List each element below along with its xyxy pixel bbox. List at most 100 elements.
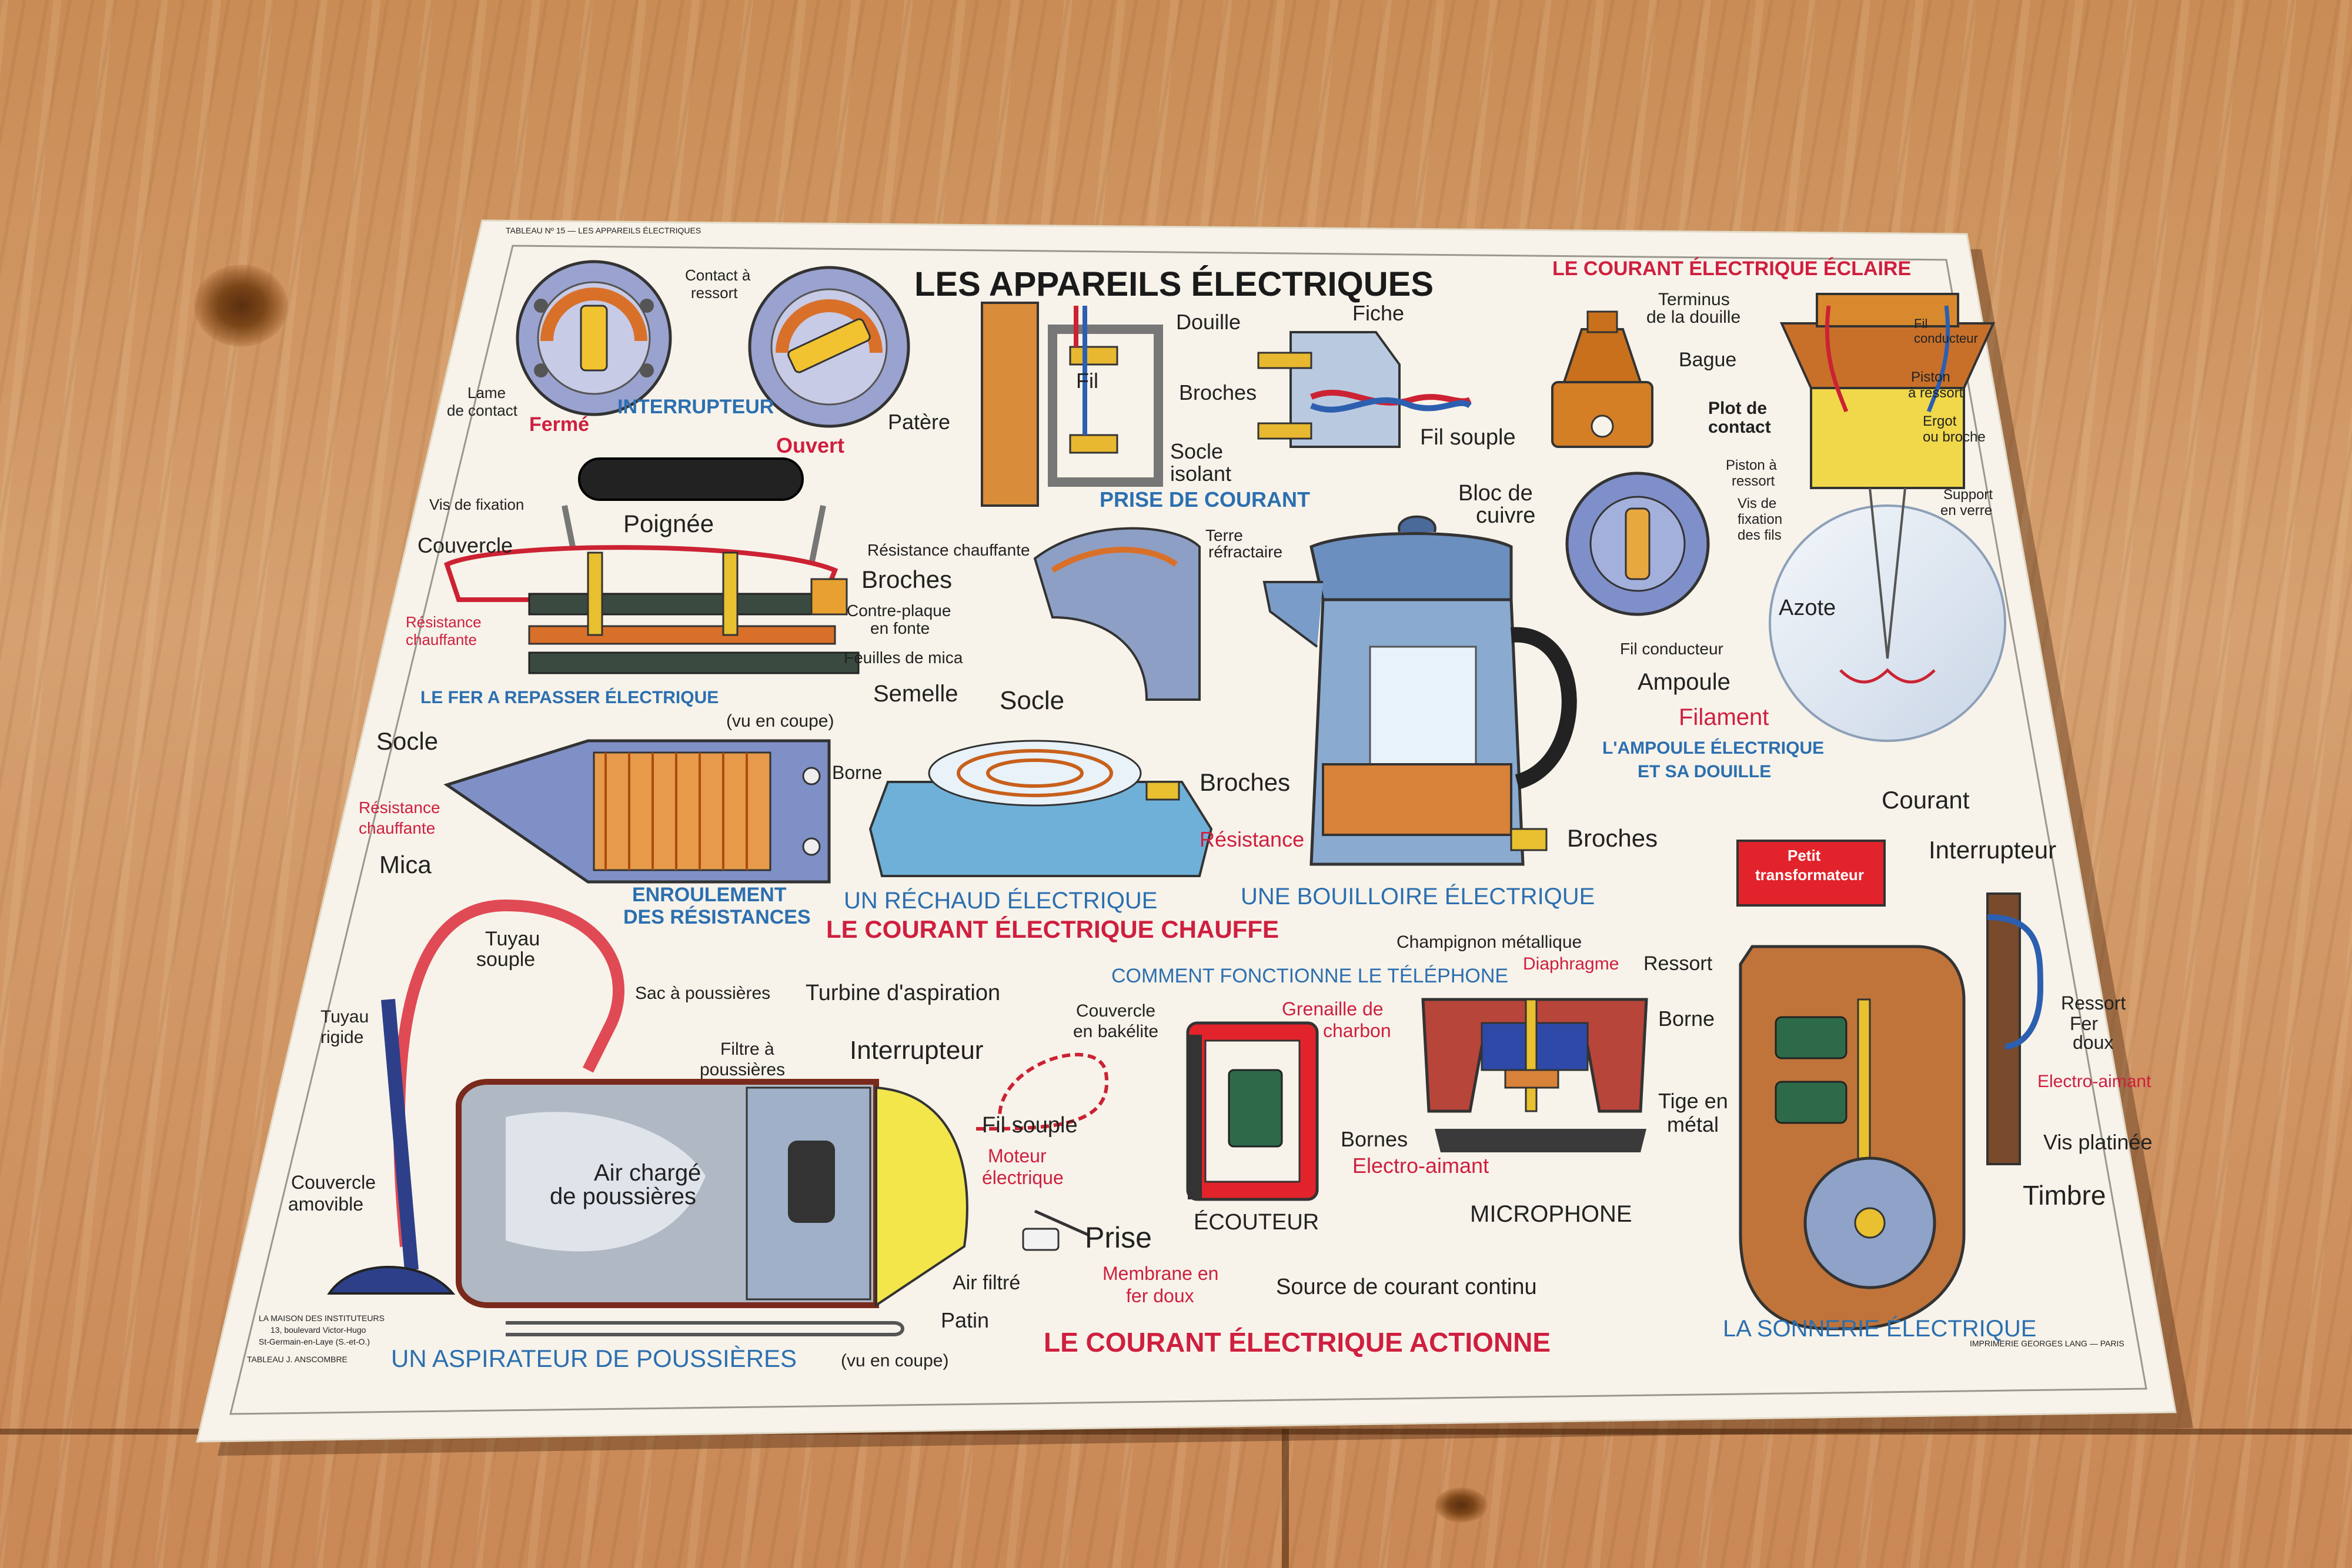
winding-caption-2: DES RÉSISTANCES (623, 906, 811, 928)
ergot-label-2: ou broche (1923, 429, 1986, 445)
switch-closed-illustration (516, 260, 672, 416)
winding-caption: ENROULEMENT (632, 884, 787, 906)
skid-label: Patin (941, 1308, 990, 1332)
vacuum-caption: UN ASPIRATEUR DE POUSSIÈRES (391, 1345, 797, 1372)
kettle-caption: UNE BOUILLOIRE ÉLECTRIQUE (1241, 884, 1595, 910)
heater-caption: UN RÉCHAUD ÉLECTRIQUE (844, 888, 1158, 914)
kettle-illustration (1262, 515, 1577, 866)
phone-electromagnet-label: Electro-aimant (1352, 1154, 1489, 1178)
bakelite-cover-label: Couvercle (1076, 1001, 1156, 1021)
imprint-top: TABLEAU Nº 15 — LES APPAREILS ÉLECTRIQUE… (506, 226, 701, 235)
timbre-label: Timbre (2023, 1180, 2106, 1211)
iron-resistance-label: Résistance (406, 613, 482, 631)
vacuum-illustration (327, 899, 1109, 1336)
section-title-actionne: LE COURANT ÉLECTRIQUE ACTIONNE (1044, 1327, 1551, 1358)
socket-douille-label: Douille (1176, 310, 1241, 334)
bulb-caption-2: ET SA DOUILLE (1638, 762, 1772, 781)
publisher-imprint-2: 13, boulevard Victor-Hugo (270, 1325, 366, 1335)
winding-socle-label: Socle (376, 727, 439, 755)
printer-imprint: IMPRIMERIE GEORGES LANG — PARIS (1970, 1339, 2124, 1348)
socket-fil-label: Fil (1076, 369, 1098, 393)
terminals-label: Bornes (1341, 1127, 1408, 1151)
membrane-label-2: fer doux (1126, 1285, 1194, 1306)
wood-knot (194, 265, 288, 347)
mic-spring-label: Ressort (1643, 952, 1713, 975)
iron-caption-note: (vu en coupe) (726, 711, 834, 731)
heater-illustration (868, 527, 1213, 877)
switch-closed-label: Fermé (529, 413, 590, 436)
heater-resistance-label: Résistance chauffante (867, 541, 1030, 559)
telephone-caption: COMMENT FONCTIONNE LE TÉLÉPHONE (1111, 965, 1509, 987)
section-title-chauffe: LE COURANT ÉLECTRIQUE CHAUFFE (826, 915, 1279, 943)
transformer-label: Petit (1788, 847, 1821, 864)
publisher-imprint: LA MAISON DES INSTITUTEURS (259, 1313, 385, 1323)
socket-socle-label-2: isolant (1170, 462, 1232, 486)
winding-illustration (443, 739, 831, 884)
publisher-imprint-3: St-Germain-en-Laye (S.-et-O.) (259, 1337, 370, 1346)
ampoule-label: Ampoule (1638, 669, 1730, 695)
metal-rod-label: Tige en (1658, 1089, 1728, 1113)
fixing-screw-label-3: des fils (1738, 527, 1782, 543)
dust-bag-label: Sac à poussières (635, 984, 771, 1003)
mic-borne-label: Borne (1658, 1007, 1715, 1031)
earpiece-label: ÉCOUTEUR (1194, 1210, 1319, 1235)
membrane-label: Membrane en (1102, 1263, 1219, 1284)
iron-pins-label: Broches (861, 566, 953, 593)
plug-label: Prise (1085, 1221, 1152, 1254)
spring-piston-label: Piston (1911, 369, 1950, 385)
motor-label: Moteur (988, 1145, 1047, 1166)
carbon-grain-label: Grenaille de (1282, 998, 1384, 1019)
socket-fiche-label: Fiche (1352, 301, 1405, 325)
copper-block-illustration (1565, 472, 1710, 616)
transformer-label-2: transformateur (1755, 866, 1864, 884)
wire-label: Fil conducteur (1620, 640, 1723, 658)
socket-socle-label: Socle (1170, 439, 1224, 463)
flexible-hose-label: Tuyau (485, 928, 540, 950)
filter-label: Filtre à (720, 1039, 774, 1059)
heater-socle-label: Socle (1000, 686, 1065, 715)
azote-label: Azote (1779, 596, 1836, 620)
bell-switch-label: Interrupteur (1929, 836, 2057, 864)
contact-blade-label-2: de contact (447, 402, 517, 419)
glass-support-label-2: en verre (1940, 503, 1993, 519)
dusty-air-label: Air chargé (594, 1160, 701, 1186)
filament-label: Filament (1679, 704, 1769, 730)
bulb-socket-illustration (1551, 310, 1653, 448)
rigid-tube-label: Tuyau (320, 1007, 369, 1027)
author-imprint: TABLEAU J. ANSCOMBRE (247, 1355, 348, 1364)
poster-title: LES APPAREILS ÉLECTRIQUES (914, 265, 1434, 303)
soft-iron-label-2: doux (2073, 1032, 2114, 1053)
bakelite-cover-label-2: en bakélite (1073, 1022, 1159, 1041)
mica-label: Mica (379, 851, 432, 878)
turbine-label: Turbine d'aspiration (806, 981, 1001, 1005)
top-wire-label: Fil (1914, 316, 1928, 331)
bell-spring-label: Ressort (2061, 992, 2126, 1014)
kettle-pins-label: Broches (1567, 824, 1658, 852)
socket-caption: PRISE DE COURANT (1100, 487, 1311, 511)
counter-plate-label-2: en fonte (870, 619, 930, 637)
bell-electromagnet-label: Electro-aimant (2037, 1072, 2151, 1091)
contact-plot-label-2: contact (1708, 417, 1771, 437)
socket-fil-souple-label: Fil souple (1420, 425, 1516, 450)
telephone-earpiece-illustration (1186, 1021, 1319, 1201)
kettle-resistance-label: Résistance (1200, 827, 1305, 851)
copper-block-label: Bloc de (1458, 481, 1533, 506)
plank-gap (0, 1429, 2352, 1435)
iron-caption: LE FER A REPASSER ÉLECTRIQUE (420, 688, 719, 707)
vacuum-cord-label: Fil souple (982, 1113, 1078, 1138)
refractory-label: Terre (1205, 526, 1243, 544)
soleplate-label: Semelle (873, 681, 958, 707)
bulb-illustration (1769, 293, 2006, 742)
poster-frame (229, 245, 2147, 1415)
socket-patere-label: Patère (888, 410, 951, 434)
dc-source-label: Source de courant continu (1276, 1275, 1537, 1299)
filter-label-2: poussières (700, 1060, 786, 1079)
handle-label: Poignée (623, 510, 714, 537)
spring-contact-label: Contact à (685, 266, 751, 284)
fixing-screw-label: Vis de (1738, 496, 1777, 511)
microphone-label: MICROPHONE (1470, 1201, 1632, 1227)
winding-resistance-label-2: chauffante (359, 819, 436, 837)
bell-illustration (1736, 840, 2044, 1330)
glass-support-label: Support (1943, 487, 1993, 503)
